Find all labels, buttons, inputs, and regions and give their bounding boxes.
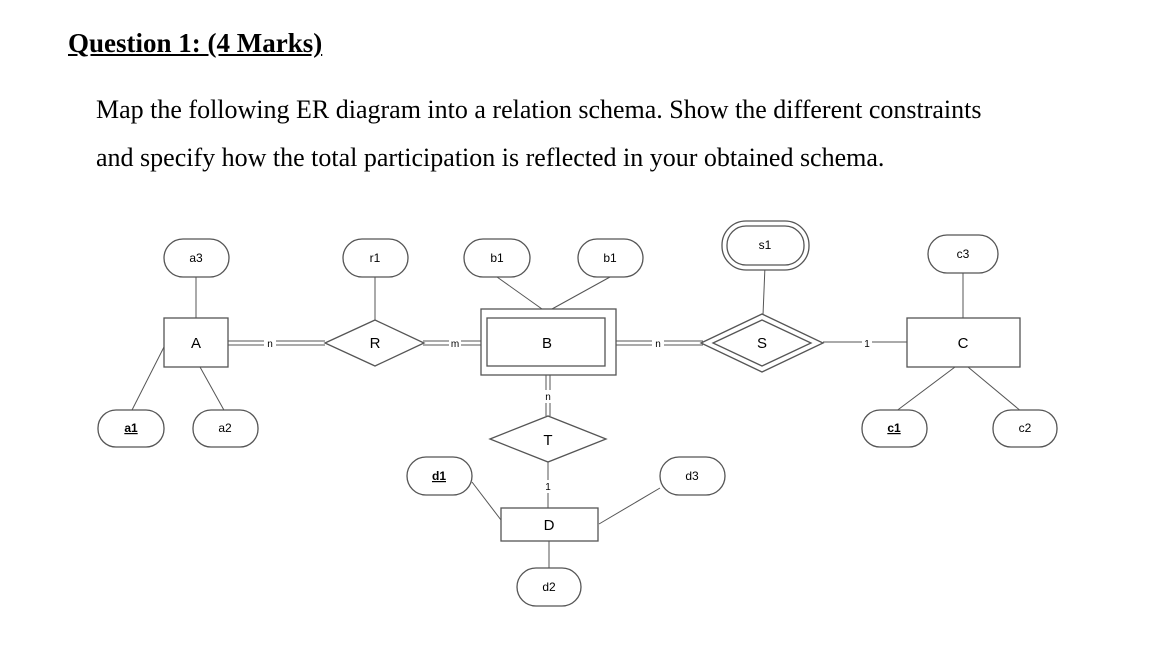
attribute-r1: r1 bbox=[342, 238, 409, 278]
svg-text:d2: d2 bbox=[542, 580, 556, 594]
entity-C: C bbox=[906, 317, 1021, 368]
line-s1-S bbox=[762, 265, 766, 316]
question-title: Question 1: (4 Marks) bbox=[68, 28, 323, 58]
cardinality-R-B: m bbox=[451, 339, 459, 350]
svg-text:T: T bbox=[543, 432, 552, 449]
svg-text:c1: c1 bbox=[887, 421, 901, 435]
attribute-c1: c1 bbox=[861, 409, 928, 448]
svg-text:R: R bbox=[370, 335, 381, 352]
svg-text:d3: d3 bbox=[685, 469, 699, 483]
attribute-s1-multivalued: s1 bbox=[721, 220, 810, 271]
instruction-line-2: and specify how the total participation … bbox=[96, 143, 885, 172]
cardinality-B-T: n bbox=[545, 392, 551, 403]
line-c1-C bbox=[894, 366, 956, 413]
svg-text:d1: d1 bbox=[432, 469, 446, 483]
svg-text:C: C bbox=[958, 335, 969, 352]
attribute-b1-left: b1 bbox=[463, 238, 531, 278]
line-a1-A bbox=[130, 344, 166, 413]
cardinality-T-D: 1 bbox=[545, 482, 551, 493]
svg-text:c2: c2 bbox=[1019, 421, 1032, 435]
svg-text:a1: a1 bbox=[124, 421, 138, 435]
svg-text:B: B bbox=[542, 335, 552, 352]
svg-text:b1: b1 bbox=[603, 251, 617, 265]
relationship-S-identifying: S bbox=[699, 313, 825, 373]
line-b1-left-B bbox=[496, 276, 543, 310]
attribute-a3: a3 bbox=[163, 238, 230, 278]
attribute-a1: a1 bbox=[97, 409, 165, 448]
attribute-d2: d2 bbox=[516, 567, 582, 607]
svg-text:S: S bbox=[757, 335, 767, 352]
cardinality-B-S: n bbox=[655, 339, 661, 350]
attribute-a2: a2 bbox=[192, 409, 259, 448]
attribute-c3: c3 bbox=[927, 234, 999, 274]
line-a2-A bbox=[199, 366, 226, 413]
entity-B-weak: B bbox=[480, 308, 617, 376]
svg-text:c3: c3 bbox=[957, 247, 970, 261]
svg-text:D: D bbox=[544, 517, 555, 534]
attribute-b1-right: b1 bbox=[577, 238, 644, 278]
attribute-c2: c2 bbox=[992, 409, 1058, 448]
svg-text:a3: a3 bbox=[189, 251, 203, 265]
svg-text:s1: s1 bbox=[759, 238, 772, 252]
relationship-R: R bbox=[323, 319, 426, 367]
line-d1-D bbox=[471, 481, 502, 521]
line-c2-C bbox=[967, 366, 1023, 413]
entity-D: D bbox=[500, 507, 599, 542]
instruction-line-1: Map the following ER diagram into a rela… bbox=[96, 95, 982, 124]
svg-text:r1: r1 bbox=[370, 251, 381, 265]
cardinalities: n m n 1 n 1 bbox=[264, 337, 872, 493]
svg-text:a2: a2 bbox=[218, 421, 232, 435]
svg-text:b1: b1 bbox=[490, 251, 504, 265]
svg-text:A: A bbox=[191, 335, 201, 352]
attribute-d1: d1 bbox=[406, 456, 473, 496]
cardinality-S-C: 1 bbox=[864, 339, 870, 350]
relationship-T: T bbox=[488, 415, 608, 463]
line-b1-right-B bbox=[551, 276, 611, 310]
entity-A: A bbox=[163, 317, 229, 368]
line-d3-D bbox=[598, 487, 661, 525]
cardinality-A-R: n bbox=[267, 339, 273, 350]
attribute-d3: d3 bbox=[659, 456, 726, 496]
